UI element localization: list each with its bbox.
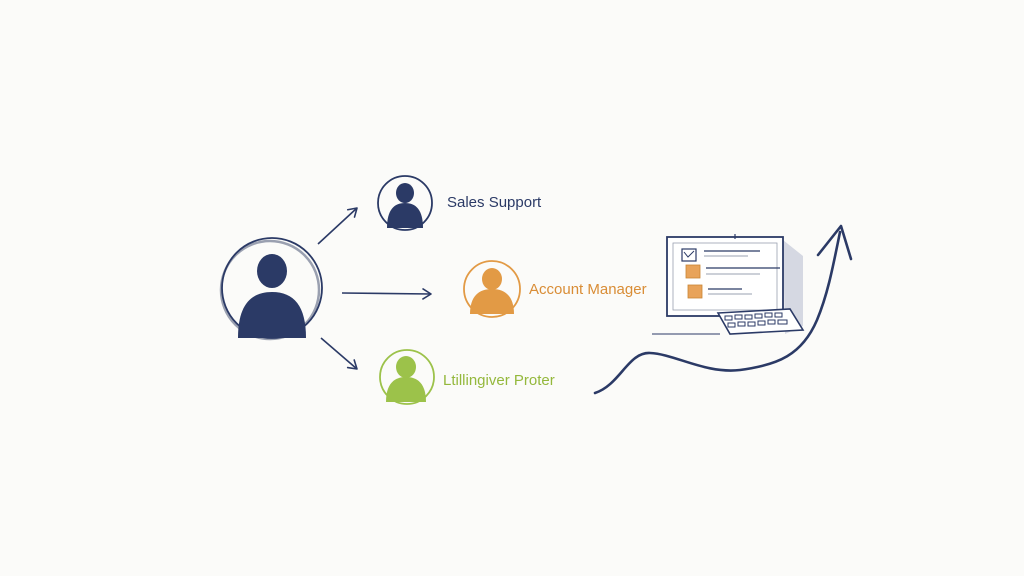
third-role-node: [379, 349, 435, 405]
sales-support-node: [377, 175, 433, 231]
source-person-node: [219, 237, 323, 341]
account-manager-circle: [463, 260, 521, 318]
third-role-label: Ltillingiver Proter: [443, 372, 555, 389]
arrow-to-third-role: [320, 337, 358, 370]
sales-support-label: Sales Support: [447, 194, 542, 211]
third-role-circle: [379, 349, 435, 405]
arrow-to-account-manager: [341, 288, 432, 300]
sales-support-circle: [377, 175, 433, 231]
account-manager-label: Account Manager: [529, 281, 647, 298]
person-icon: [470, 268, 514, 314]
arrow-to-sales-support: [317, 207, 358, 245]
screen-orange-square-icon: [685, 264, 701, 279]
monitor-inner-frame: [672, 242, 778, 311]
screen-orange-square-icon: [687, 284, 703, 299]
screen-checkbox-icon: [681, 248, 697, 262]
person-icon: [386, 356, 426, 402]
person-icon: [238, 254, 306, 338]
source-circle-outline: [219, 239, 321, 341]
computer-icon: [652, 234, 805, 335]
upward-trend-arrow-icon: [593, 224, 853, 395]
account-manager-node: [463, 260, 521, 318]
person-icon: [387, 183, 423, 228]
